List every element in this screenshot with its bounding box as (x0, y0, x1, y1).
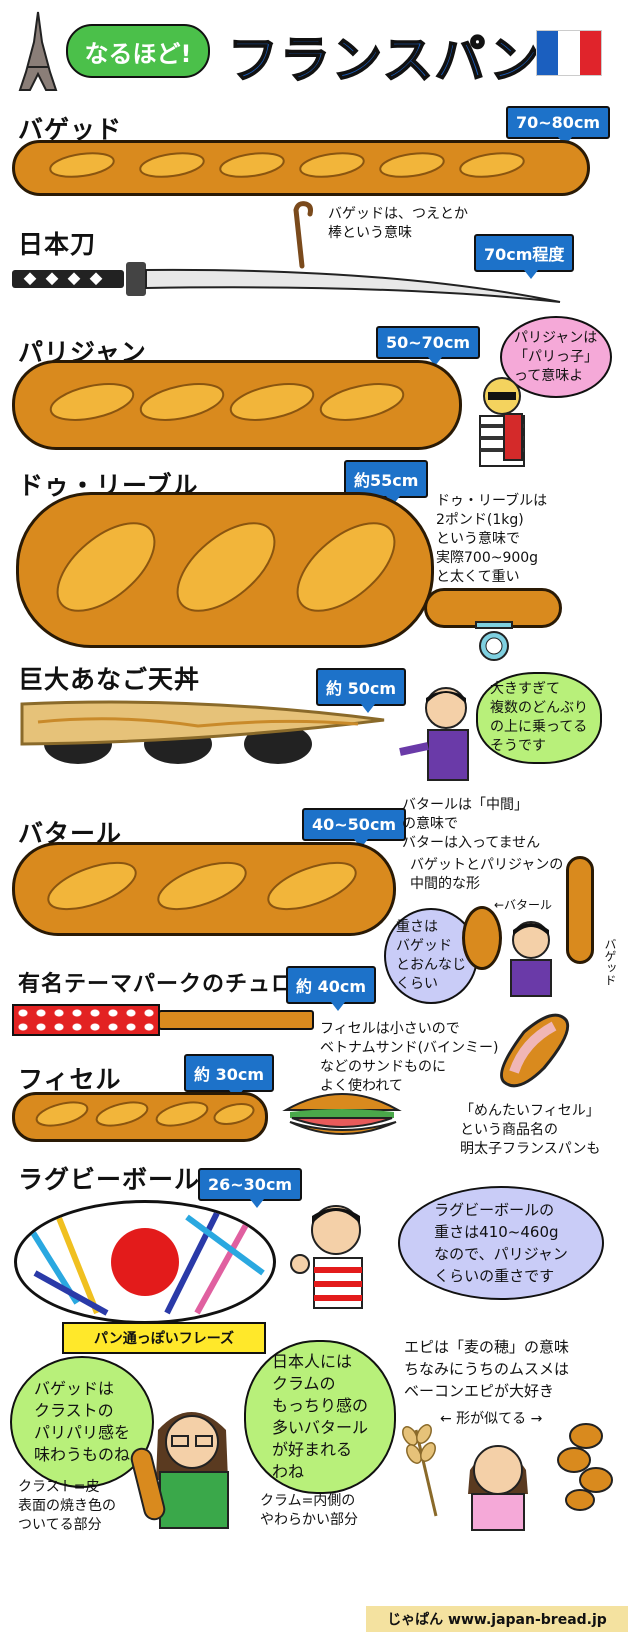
header-badge: なるほど! (66, 24, 210, 78)
bread-name-katana: 日本刀 (18, 230, 97, 259)
footer-credit: じゃぱん www.japan-bread.jp (366, 1606, 628, 1632)
french-flag-icon (536, 30, 602, 76)
label-similar: ← 形が似てる → (440, 1411, 543, 1427)
anago-tendon-image (20, 700, 385, 764)
page-title: フランスパン (227, 30, 542, 90)
note-baguette-stick: バゲッドは、つえとか 棒という意味 (328, 206, 468, 241)
batard-scores (47, 861, 357, 911)
hand-batard-image (462, 906, 502, 970)
parisien-scores (49, 383, 405, 421)
bread-name-ficelle: フィセル (18, 1065, 122, 1094)
speech-bubble-weight: 重さは バゲッド とおんなじ くらい (384, 908, 478, 1004)
bacon-epi-image (557, 1423, 613, 1511)
scale-icon (475, 621, 513, 661)
churros-image (12, 1004, 314, 1036)
size-tag-anago: 約 50cm (316, 668, 406, 713)
phrases-ribbon: パン通っぽいフレーズ (62, 1322, 266, 1354)
note-epi: エピは「麦の穂」の意味 ちなみにうちのムスメは ベーコンエピが大好き (404, 1338, 570, 1400)
label-batard: ←バタール (494, 898, 553, 912)
size-tag-katana: 70cm程度 (474, 234, 575, 279)
baguette-scores (49, 152, 525, 178)
size-tag-baguette: 70~80cm (506, 106, 611, 146)
size-tag-parisien: 50~70cm (376, 326, 481, 366)
note-mentai: 「めんたいフィセル」 という商品名の 明太子フランスパンも (460, 1103, 601, 1157)
note-deux-livres: ドゥ・リーブルは 2ポンド(1kg) という意味で 実際700~900g と太く… (436, 493, 548, 585)
size-tag-batard: 40~50cm (302, 808, 407, 848)
bread-name-anago: 巨大あなご天丼 (18, 665, 201, 694)
parisienne-character-avatar (470, 374, 532, 472)
hand-baguette-image (566, 856, 594, 964)
size-tag-churros: 約 40cm (286, 966, 376, 1011)
label-baguette: バゲッド (603, 938, 617, 986)
note-batard-mid: バゲットとパリジャンの 中間的な形 (410, 857, 564, 892)
bread-name-rugby: ラグビーボール (18, 1165, 201, 1194)
bread-name-churros: 有名テーマパークのチュロス (18, 972, 318, 997)
katana-image (12, 262, 561, 303)
holding-boy-avatar (496, 920, 566, 997)
bread-name-baguette: バゲッド (18, 115, 123, 144)
mentai-ficelle-image (500, 1013, 570, 1088)
banh-mi-image (282, 1093, 402, 1135)
note-batard: バタールは「中間」 の意味で バターは入ってません (402, 797, 541, 851)
size-tag-rugby: 26~30cm (198, 1168, 303, 1208)
speech-bubble-anago: 大きすぎて 複数のどんぶり の上に乗ってる そうです (476, 672, 602, 764)
speech-bubble-crumb: 日本人には クラムの もっちり感の 多いバタール が好まれる わね (244, 1340, 396, 1494)
speech-bubble-parisien: パリジャンは 「パリっ子」 って意味よ (500, 316, 612, 398)
boy-character-avatar (399, 686, 474, 782)
size-tag-deux-livres: 約55cm (344, 460, 429, 505)
daughter-character-avatar (448, 1430, 548, 1531)
wheat-icon (402, 1424, 438, 1517)
deux-livres-scores (56, 522, 396, 612)
speech-bubble-rugby: ラグビーボールの 重さは410~460g なので、パリジャン くらいの重さです (398, 1186, 604, 1300)
rugby-boy-avatar (286, 1200, 380, 1310)
note-crumb: クラム=内側の やわらかい部分 (260, 1493, 358, 1528)
eiffel-tower-icon (18, 11, 58, 91)
size-tag-ficelle: 約 30cm (184, 1054, 274, 1099)
woman-character-avatar (130, 1400, 246, 1530)
speech-bubble-crust: バゲッドは クラストの パリパリ感を 味わうものね (10, 1356, 154, 1488)
rugby-ball-image (14, 1200, 276, 1324)
cane-icon (293, 201, 313, 269)
ficelle-scores (35, 1101, 255, 1127)
note-crust: クラスト=皮 表面の焼き色の ついてる部分 (18, 1479, 116, 1533)
